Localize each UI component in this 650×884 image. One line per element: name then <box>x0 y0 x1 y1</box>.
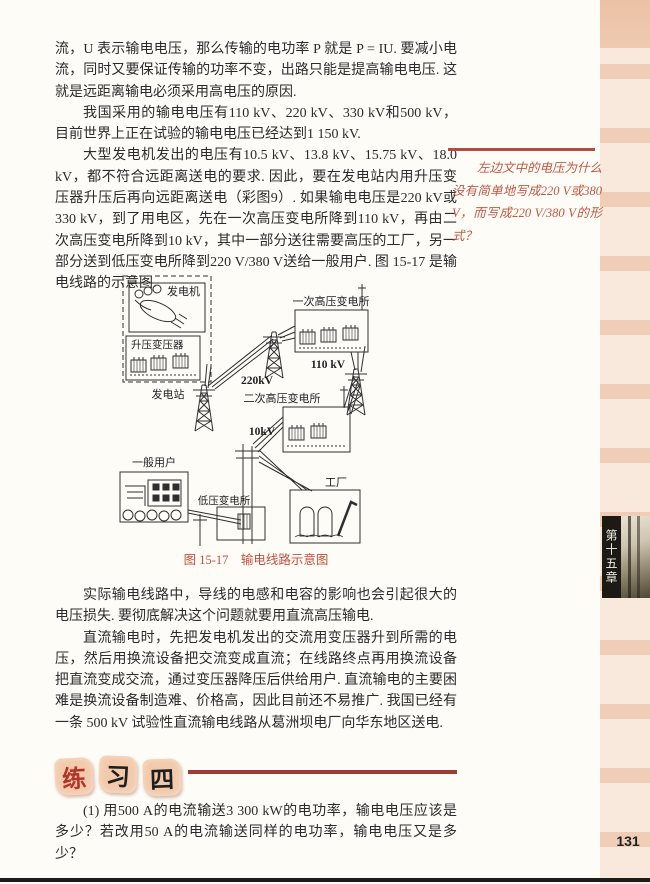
label-primary-substation: 一次高压变电所 <box>293 294 370 308</box>
label-10kv: 10kV <box>249 426 276 438</box>
chapter-photo <box>621 516 650 598</box>
page-margin-stripes <box>600 0 650 884</box>
margin-question-note: 左边文中的电压为什么没有简单地写成220 V或380 V，而写成220 V/38… <box>452 157 602 247</box>
exercise-title-char: 练 <box>54 757 94 796</box>
label-secondary-substation: 二次高压变电所 <box>244 391 321 405</box>
exercise-question: (1) 用500 A的电流输送3 300 kW的电功率，输电电压应该是多少？若改… <box>55 804 457 862</box>
exercise-question-block: (1) 用500 A的电流输送3 300 kW的电功率，输电电压应该是多少？若改… <box>55 801 457 865</box>
low-voltage-substation-drawing <box>216 506 266 541</box>
ordinary-users-drawing <box>119 471 189 523</box>
paragraph: 实际输电线路中，导线的电感和电容的影响也会引起很大的电压损失. 要彻底解决这个问… <box>55 588 457 625</box>
figure-15-17: 发电机 升压变压器 发电站 <box>55 274 460 546</box>
factory-drawing <box>289 489 361 544</box>
step-up-transformer-box <box>125 335 201 381</box>
step-up-transformer-drawing <box>130 352 196 376</box>
paragraph: 大型发电机发出的电压有10.5 kV、13.8 kV、15.75 kV、18.0… <box>55 148 457 292</box>
distribution-pole-drawing <box>187 444 260 546</box>
generator-drawing <box>134 284 188 329</box>
label-110kv: 110 kV <box>311 359 346 371</box>
side-note-rule <box>448 148 595 151</box>
exercise-title-char: 四 <box>142 758 182 797</box>
transmission-wires <box>204 325 366 492</box>
main-text-block: 流，U 表示输电电压，那么传输的电功率 P 就是 P = IU. 要减小电流，同… <box>55 39 457 295</box>
page-number: 131 <box>616 833 640 849</box>
label-220kv: 220kV <box>241 375 274 387</box>
label-generator: 发电机 <box>167 284 200 298</box>
transmission-tower-3 <box>344 368 368 416</box>
label-ordinary-users: 一般用户 <box>132 455 176 469</box>
transmission-tower-2 <box>262 331 286 379</box>
label-low-voltage-substation: 低压变电所 <box>198 494 251 507</box>
paragraph: 我国采用的输电电压有110 kV、220 kV、330 kV和500 kV，目前… <box>55 105 457 143</box>
lower-text-block: 实际输电线路中，导线的电感和电容的影响也会引起很大的电压损失. 要彻底解决这个问… <box>55 585 457 734</box>
exercise-banner-line <box>188 770 457 774</box>
bottom-rule <box>0 878 650 882</box>
power-station-dashed-box <box>122 275 212 383</box>
primary-substation-drawing <box>294 284 369 353</box>
secondary-substation-drawing <box>282 386 351 453</box>
paragraph: 流，U 表示输电电压，那么传输的电功率 P 就是 P = IU. 要减小电流，同… <box>55 42 457 100</box>
transmission-diagram: 发电机 升压变压器 发电站 <box>119 275 370 546</box>
figure-caption: 图 15-17 输电线路示意图 <box>183 553 329 567</box>
label-factory: 工厂 <box>325 477 347 489</box>
paragraph: 直流输电时，先把发电机发出的交流用变压器升到所需的电压，然后用换流设备把交流变成… <box>55 630 457 731</box>
label-step-up-transformer: 升压变压器 <box>131 338 184 351</box>
exercise-title-char: 习 <box>98 755 138 794</box>
transmission-tower-1 <box>192 384 216 432</box>
margin-question-text: 左边文中的电压为什么没有简单地写成220 V或380 V，而写成220 V/38… <box>452 161 603 243</box>
chapter-tab: 第十五章 <box>602 516 621 598</box>
exercise-banner: 练 习 四 <box>54 755 457 802</box>
generator-box <box>128 282 206 333</box>
power-station-group <box>122 275 212 383</box>
label-power-station: 发电站 <box>152 387 185 401</box>
